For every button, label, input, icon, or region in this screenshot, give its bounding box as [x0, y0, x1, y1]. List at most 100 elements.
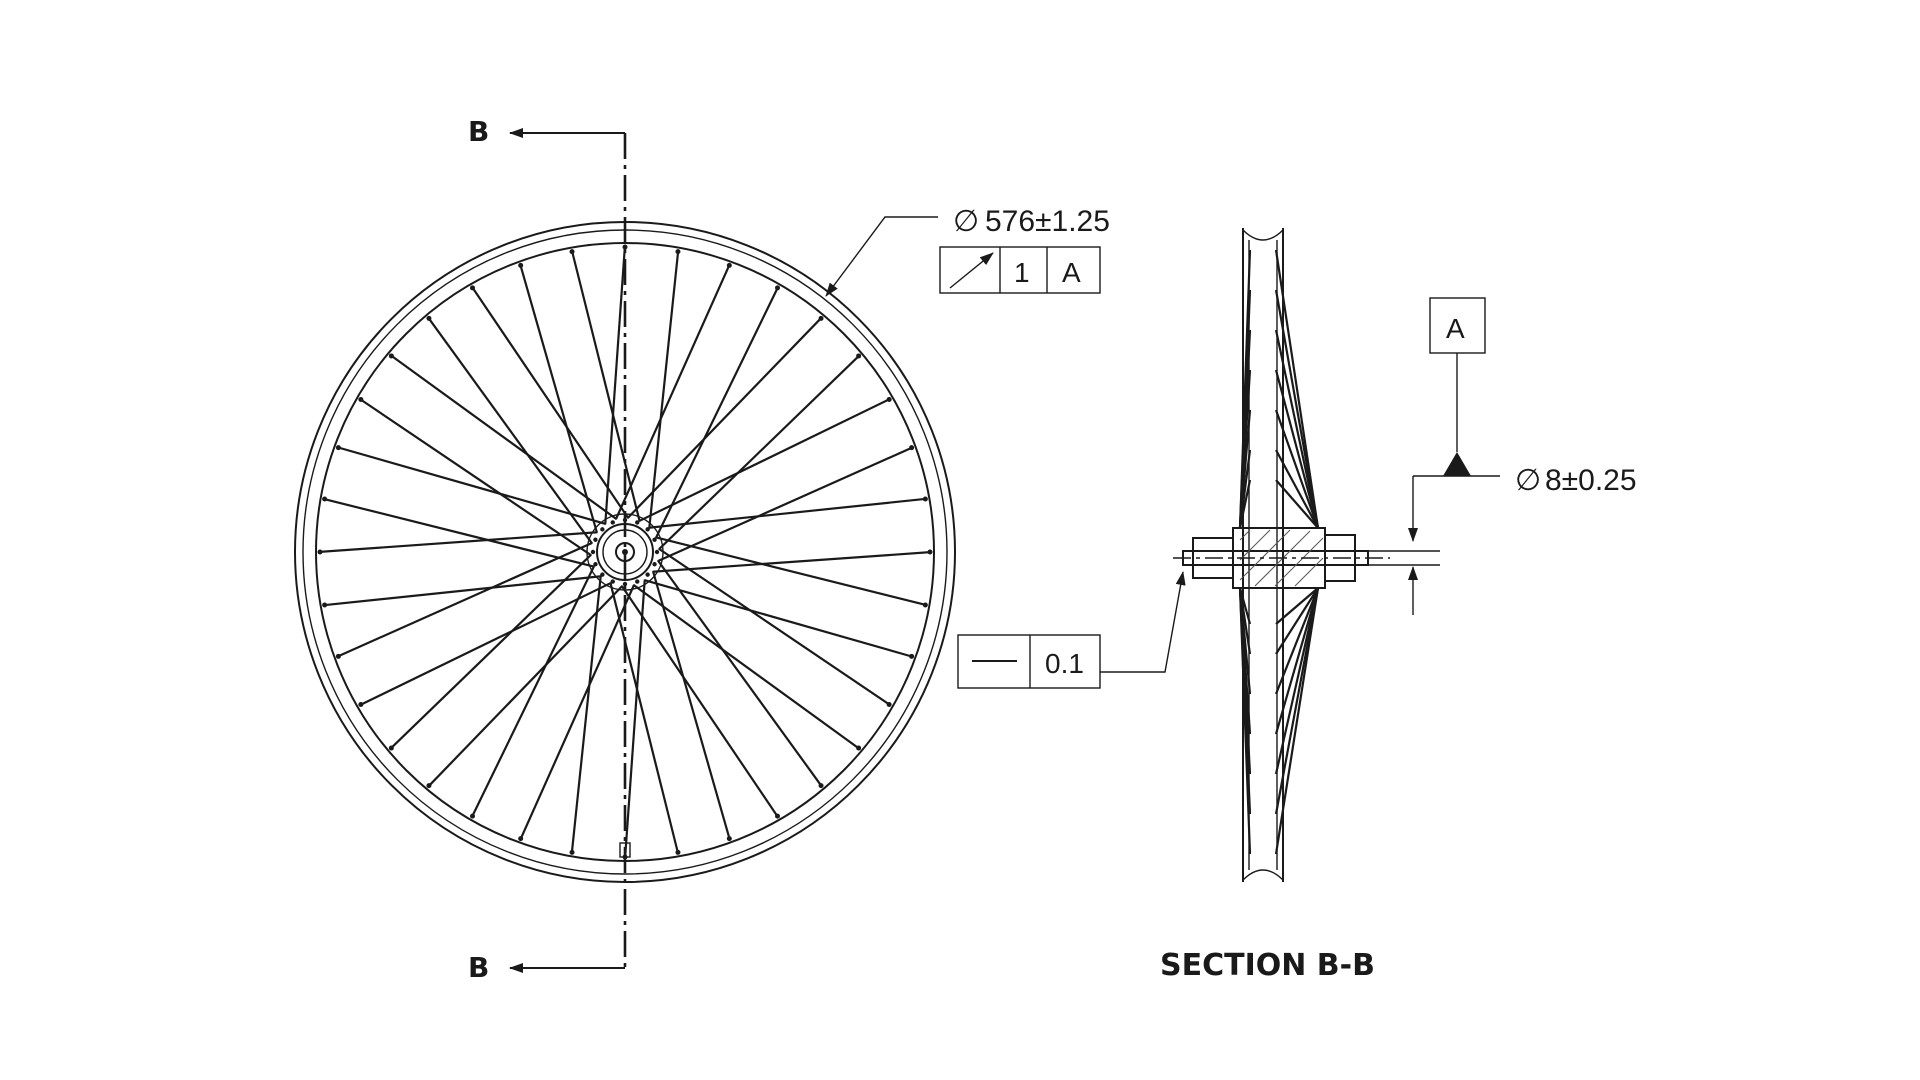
spoke-nipple: [388, 353, 394, 359]
straightness-leader: [1100, 571, 1186, 673]
section-cut-line: B B: [468, 115, 627, 984]
spoke: [632, 584, 861, 751]
section-spokes: [1238, 249, 1320, 855]
section-spoke: [1238, 587, 1252, 655]
spoke-nipple: [518, 262, 524, 268]
spoke: [614, 263, 732, 520]
section-spoke: [1275, 587, 1319, 625]
hub-hole: [590, 549, 596, 555]
spoke: [657, 445, 914, 563]
spoke: [389, 353, 618, 520]
spoke: [658, 353, 861, 551]
section-spoke: [1274, 587, 1320, 855]
spoke-nipple: [322, 602, 328, 608]
spoke-nipple: [335, 653, 341, 659]
runout-tolerance: 1: [1014, 257, 1030, 288]
spoke: [604, 244, 627, 525]
spoke-nipple: [470, 285, 475, 291]
spoke: [358, 581, 612, 707]
spoke-nipple: [922, 602, 928, 608]
spoke: [626, 316, 824, 519]
spoke: [518, 584, 636, 841]
spoke-nipple: [886, 397, 892, 402]
hub-hole: [654, 549, 660, 555]
spoke-nipple: [675, 849, 681, 855]
spoke: [470, 565, 596, 819]
hub-hole: [593, 562, 598, 567]
axle-center: [622, 549, 628, 555]
hub-hole: [652, 562, 657, 567]
spoke-nipple: [470, 813, 475, 819]
axle-diameter-symbol: ∅: [1515, 464, 1541, 497]
section-spoke: [1275, 587, 1319, 655]
hub-hole: [593, 537, 598, 542]
spoke-nipple: [322, 496, 328, 502]
spoke: [620, 585, 780, 819]
runout-frame-box: [939, 246, 1101, 294]
spoke-nipple: [426, 783, 432, 789]
diameter-symbol: ∅: [953, 205, 979, 238]
section-spoke: [1274, 289, 1320, 529]
spoke: [654, 285, 780, 539]
section-spoke: [1275, 449, 1319, 529]
spoke: [643, 578, 914, 659]
section-spoke: [1238, 479, 1252, 529]
section-spoke: [1274, 587, 1320, 775]
spoke: [322, 497, 595, 568]
axle-diameter-dimension: ∅ 8±0.25: [1368, 464, 1637, 615]
spoke-nipple: [927, 549, 933, 555]
spoke-nipple: [856, 745, 862, 751]
spoke-nipple: [775, 813, 780, 819]
hub-hole: [610, 579, 615, 584]
spoke-nipple: [856, 353, 862, 359]
spoke-nipple: [335, 445, 341, 451]
spoke: [426, 316, 593, 545]
section-spoke: [1274, 369, 1320, 529]
rim-channel-top: [1242, 229, 1284, 241]
runout-datum: A: [1062, 257, 1081, 288]
spoke: [317, 531, 598, 554]
spoke-nipple: [569, 849, 575, 855]
section-spoke: [1274, 409, 1320, 529]
datum-triangle-icon: [1443, 452, 1471, 476]
hub-hole: [600, 572, 605, 577]
diameter-dimension: ∅ 576±1.25: [825, 205, 1110, 297]
wheel-section-view: [1173, 228, 1390, 882]
straightness-control-frame: 0.1: [957, 571, 1186, 689]
section-spoke: [1275, 479, 1319, 529]
spoke: [658, 547, 892, 707]
axle-diameter-value: 8±0.25: [1545, 464, 1637, 497]
spoke: [336, 445, 607, 526]
datum-label: A: [1446, 313, 1465, 344]
diameter-value: 576±1.25: [985, 205, 1110, 238]
spoke-nipple: [726, 836, 732, 842]
hub-hole: [635, 579, 640, 584]
section-spoke: [1274, 587, 1320, 695]
runout-arrow-icon: [949, 252, 994, 289]
spoke: [657, 559, 824, 788]
spoke-nipple: [818, 783, 824, 789]
hub-hole: [645, 527, 650, 532]
spoke: [389, 553, 592, 751]
spoke: [648, 249, 680, 529]
spoke-nipple: [569, 249, 575, 255]
spokes: [317, 244, 933, 860]
spoke-nipple: [358, 702, 364, 707]
spoke-nipple: [518, 836, 524, 842]
straightness-frame-box: [957, 634, 1101, 689]
spoke-nipple: [317, 549, 323, 555]
datum-feature-a: A: [1408, 297, 1500, 542]
spoke: [570, 575, 602, 855]
spoke: [648, 497, 928, 529]
spoke-nipple: [358, 397, 364, 402]
spoke: [322, 575, 602, 607]
hub-hole: [635, 520, 640, 525]
diameter-leader: [825, 216, 938, 297]
hub: [586, 513, 664, 591]
section-spoke: [1274, 329, 1320, 529]
spoke-nipple: [818, 315, 824, 321]
hub-hole: [600, 527, 605, 532]
hub-section: [1173, 527, 1390, 589]
spoke: [336, 541, 593, 659]
